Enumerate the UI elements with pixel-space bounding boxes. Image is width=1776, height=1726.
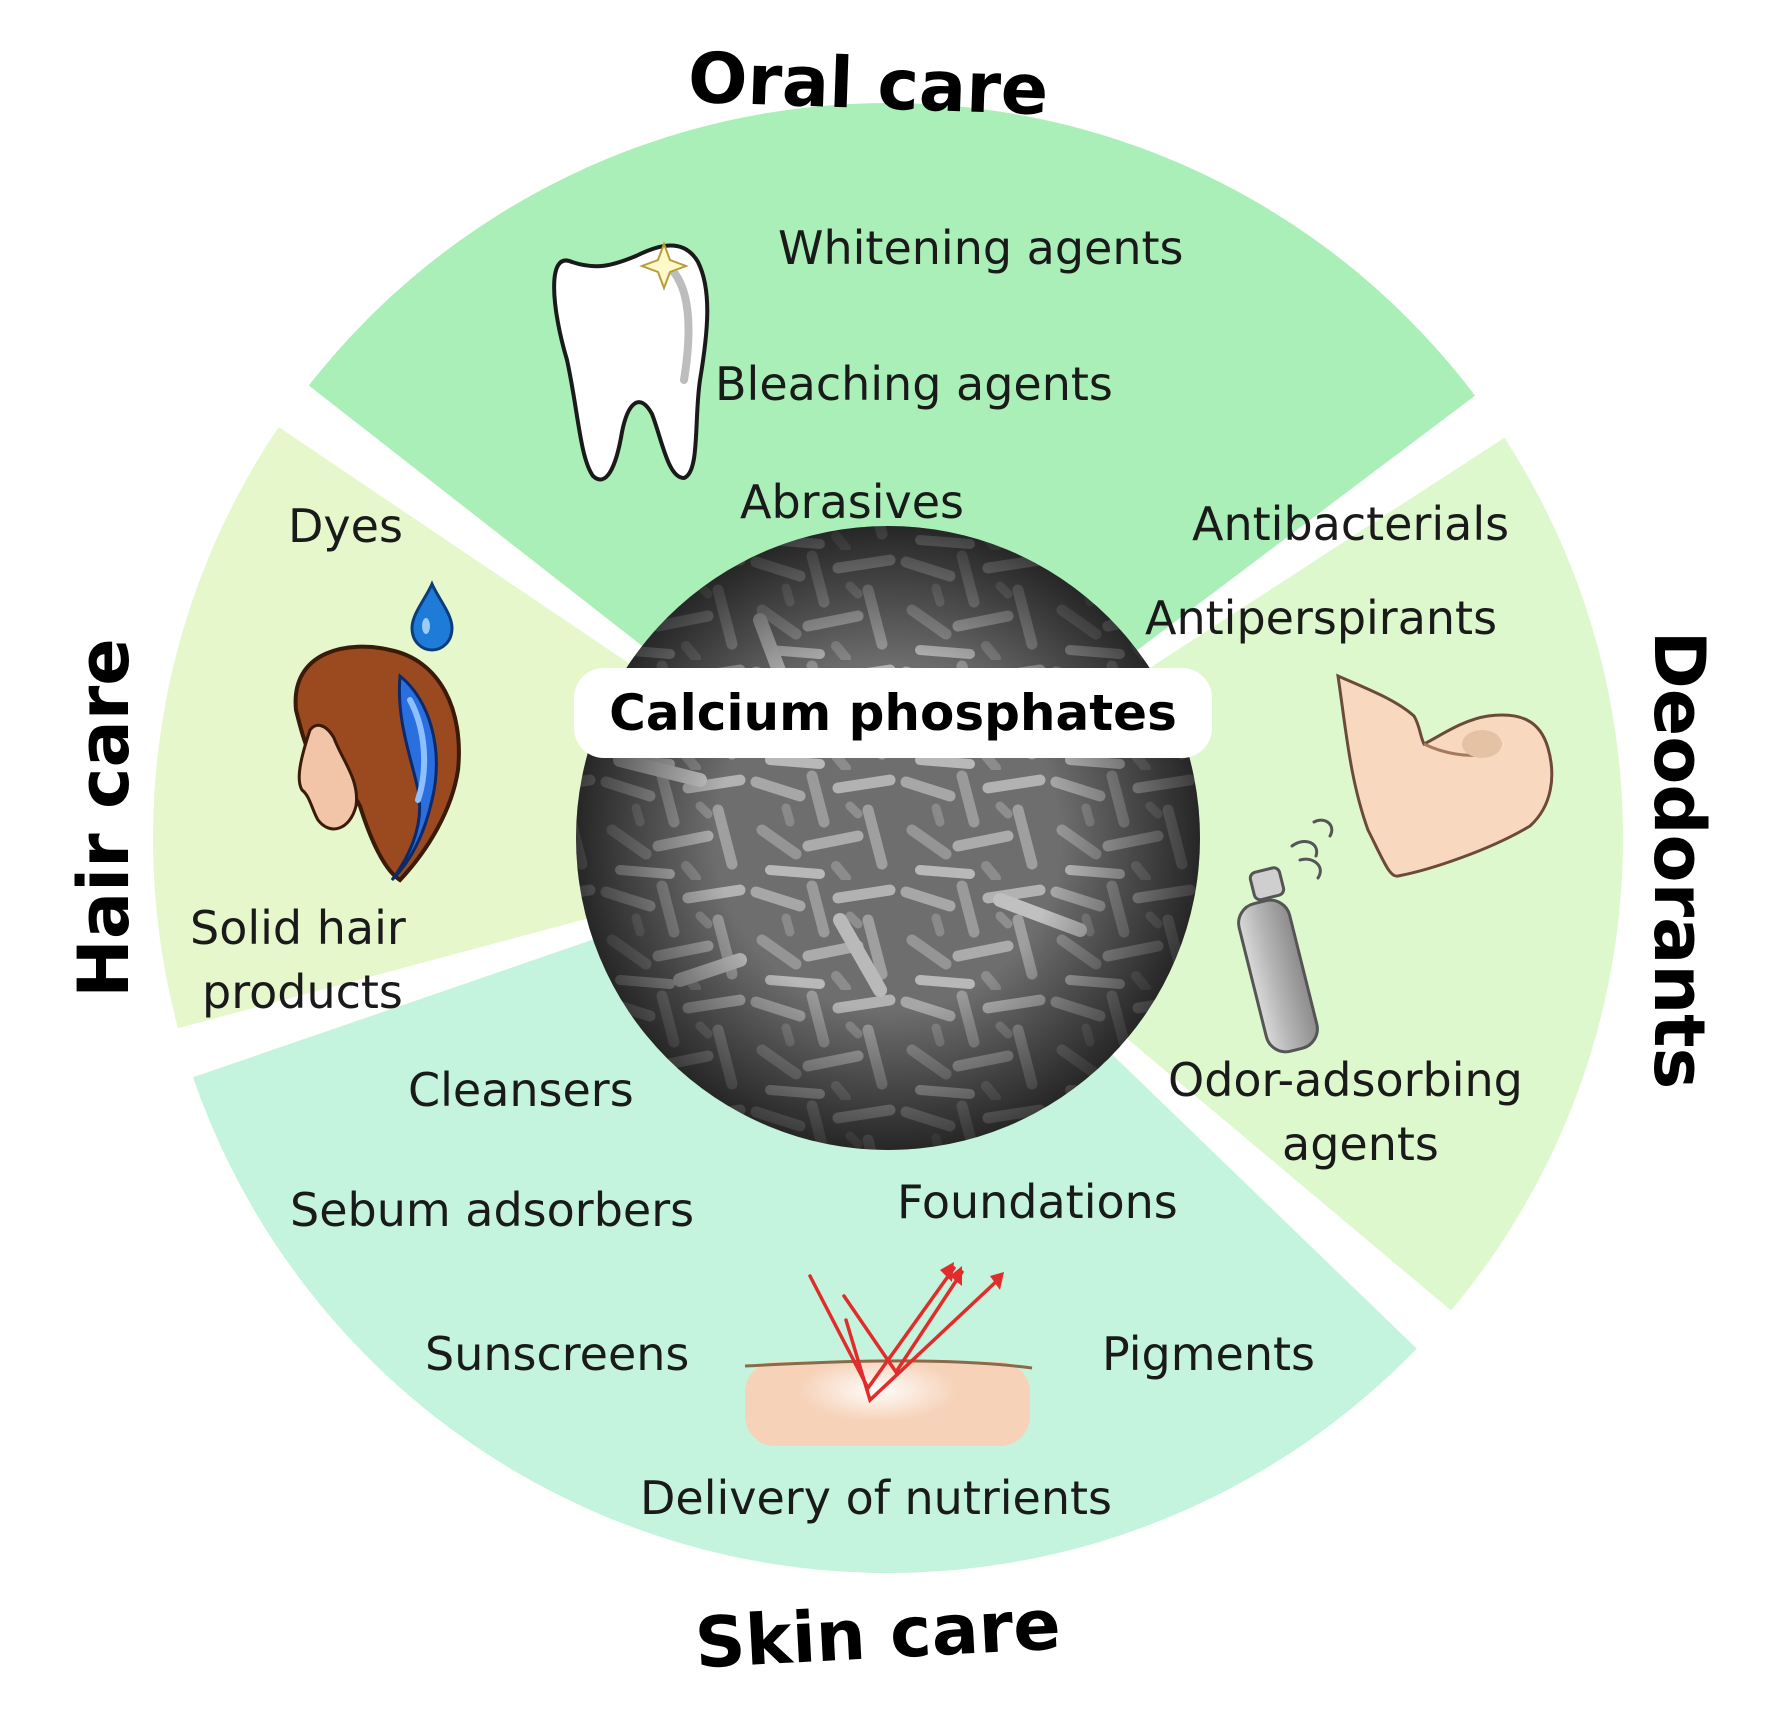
- category-deodorants: Deodorants: [1638, 631, 1720, 1090]
- oral-item-whitening-agents: Whitening agents: [778, 221, 1184, 275]
- oral-item-abrasives: Abrasives: [740, 475, 964, 529]
- skin-item-sebum-adsorbers: Sebum adsorbers: [290, 1183, 694, 1237]
- category-skin-care: Skin care: [693, 1583, 1063, 1684]
- sector-deodorants: [1117, 437, 1623, 1311]
- tooth-icon: [552, 241, 710, 482]
- sparkle-icon: [639, 241, 689, 291]
- hair-item-products: products: [202, 965, 403, 1019]
- woman-head-icon: [293, 644, 461, 883]
- armpit-icon: [1336, 673, 1554, 878]
- deodorant-item-antibacterials: Antibacterials: [1192, 497, 1509, 551]
- deodorant-item-odor-adsorbing: Odor-adsorbing: [1168, 1053, 1523, 1107]
- center-title-box: [574, 668, 1212, 758]
- skin-item-pigments: Pigments: [1102, 1327, 1315, 1381]
- skin-item-cleansers: Cleansers: [408, 1063, 634, 1117]
- hair-item-solid-hair: Solid hair: [190, 901, 406, 955]
- hair-item-dyes: Dyes: [288, 499, 403, 553]
- skin-item-delivery-of-nutrients: Delivery of nutrients: [640, 1471, 1112, 1525]
- skin-reflection-icon: [744, 1262, 1033, 1446]
- spray-can-icon: [1237, 818, 1334, 1054]
- skin-item-foundations: Foundations: [897, 1175, 1178, 1229]
- center-title: Calcium phosphates: [609, 684, 1177, 742]
- sector-skin-care: [193, 935, 1417, 1573]
- deodorant-item-antiperspirants: Antiperspirants: [1145, 591, 1497, 645]
- oral-item-bleaching-agents: Bleaching agents: [715, 357, 1113, 411]
- skin-item-sunscreens: Sunscreens: [425, 1327, 689, 1381]
- center-sem-image: [576, 526, 1200, 1150]
- category-hair-care: Hair care: [63, 638, 145, 997]
- category-oral-care: Oral care: [687, 37, 1050, 132]
- deodorant-item-agents: agents: [1282, 1117, 1439, 1171]
- sector-oral-care: [308, 102, 1475, 658]
- water-drop-icon: [410, 580, 454, 652]
